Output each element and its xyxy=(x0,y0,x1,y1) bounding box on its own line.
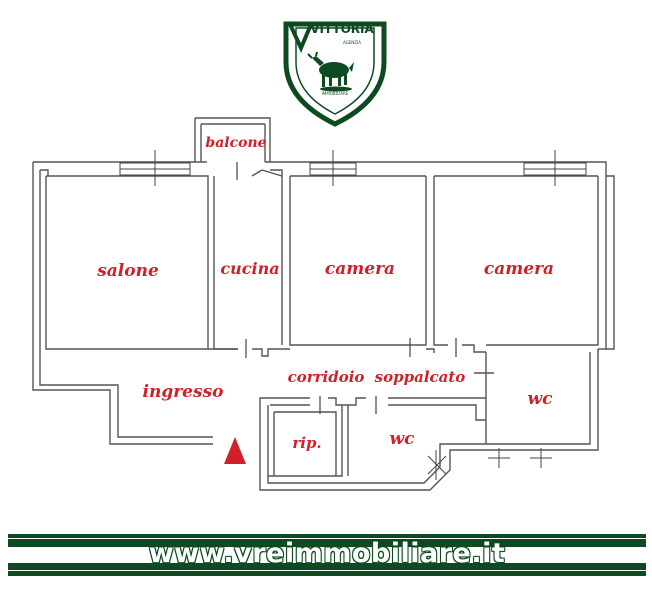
room-label-corridoio: corridoio xyxy=(288,368,365,386)
room-label-rip: rip. xyxy=(292,434,321,452)
logo-motto-text: IMMOBILIARE xyxy=(322,91,349,96)
room-label-cucina: cucina xyxy=(220,259,279,278)
room-label-balcone: balcone xyxy=(205,135,266,151)
logo-subtitle-text: AGENZIA xyxy=(343,40,361,45)
room-label-camera-2: camera xyxy=(484,259,554,279)
room-label-ingresso: ingresso xyxy=(143,382,224,402)
website-banner: www.vreimmobiliare.it xyxy=(8,534,646,576)
agency-logo: VITTORIA AGENZIA IMMOBILIARE xyxy=(283,21,387,127)
walls xyxy=(32,117,615,491)
banner-band-top xyxy=(8,534,646,547)
room-label-salone: salone xyxy=(96,261,159,281)
entrance-arrow-icon xyxy=(224,437,246,464)
bull-icon xyxy=(307,51,354,92)
room-label-soppalcato: soppalcato xyxy=(375,368,466,386)
window-marks xyxy=(119,150,587,480)
banner-stripe xyxy=(8,538,646,539)
room-label-wc-right: wc xyxy=(528,389,554,409)
logo-brand-text: VITTORIA xyxy=(310,22,374,36)
room-label-camera-1: camera xyxy=(325,259,395,279)
door-markers xyxy=(236,162,457,414)
banner-stripe xyxy=(8,570,646,571)
banner-band-bottom xyxy=(8,563,646,576)
website-url-link[interactable]: www.vreimmobiliare.it xyxy=(148,538,506,569)
room-label-wc-center: wc xyxy=(390,429,416,449)
